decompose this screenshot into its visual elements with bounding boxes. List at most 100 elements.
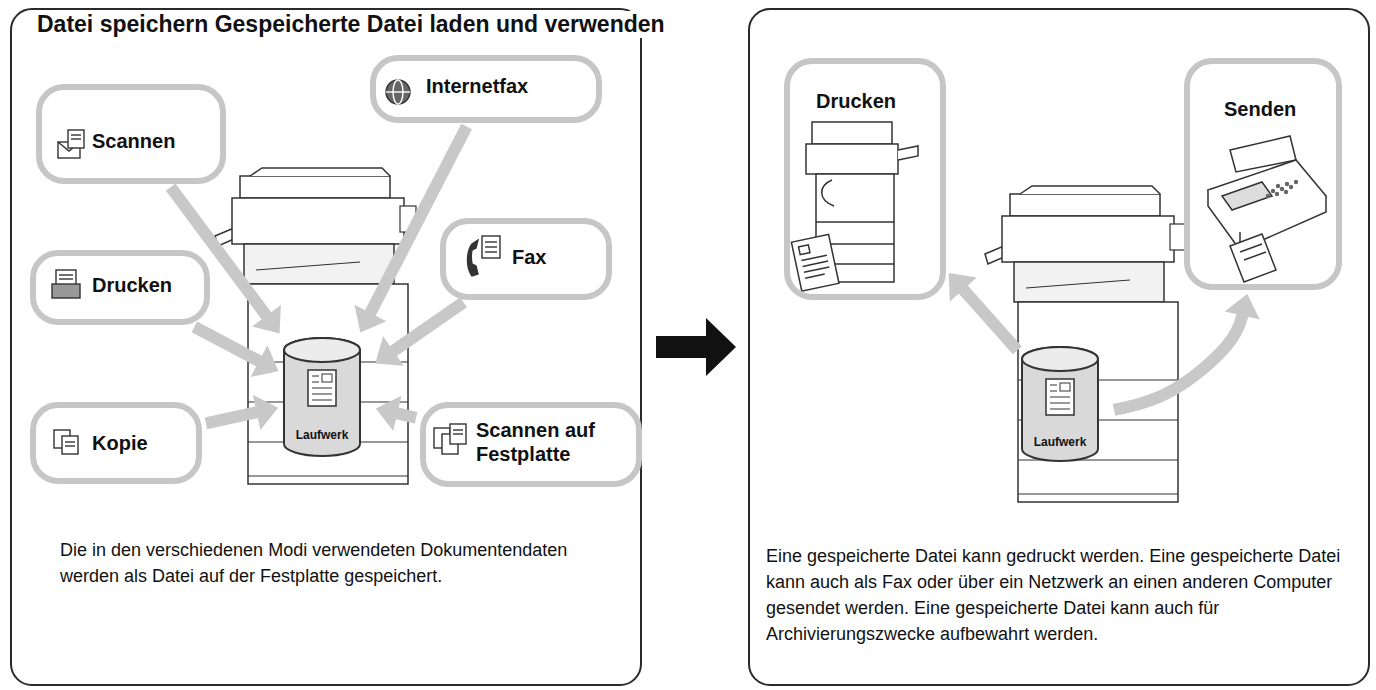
document-icon [312, 388, 332, 389]
arrow-head [354, 305, 386, 333]
document-icon [1050, 403, 1070, 404]
box-label: Scannen [92, 130, 175, 153]
document-icon [1050, 385, 1057, 386]
illustration-part [68, 130, 84, 148]
illustration-part [482, 236, 500, 258]
illustration-part [468, 240, 479, 276]
mode-box: Scannen [36, 84, 226, 184]
diagram-title: Datei speichern Gespeicherte Datei laden… [34, 11, 668, 38]
panel-description: Die in den verschiedenen Modi verwendete… [60, 537, 600, 589]
illustration-part [59, 278, 73, 279]
keypad-key [1271, 189, 1275, 193]
keypad [1266, 180, 1298, 198]
keypad-key [1276, 184, 1280, 188]
illustration-part [803, 261, 828, 266]
drive-top [1022, 347, 1098, 371]
printer-illustration [791, 122, 918, 291]
arrow-head [251, 345, 279, 377]
illustration-part [485, 246, 497, 247]
arrow-head [1225, 294, 1260, 319]
mode-box: Fax [440, 218, 612, 300]
illustration-part [822, 180, 834, 206]
illustration-part [59, 274, 73, 275]
arrow-head [252, 305, 281, 333]
illustration-part [386, 80, 410, 104]
data-arrow [375, 302, 463, 365]
keypad-key [1280, 187, 1284, 191]
box-label: Drucken [92, 274, 172, 297]
box-label: Scannen auf Festplatte [476, 418, 626, 466]
keypad-key [1294, 180, 1298, 184]
illustration-part [1244, 252, 1266, 260]
mfp-illustration [215, 168, 416, 484]
use-panel: Eine gespeicherte Datei kann gedruckt we… [748, 8, 1370, 686]
data-arrow [376, 396, 416, 431]
illustration-part [1240, 244, 1262, 252]
arrow-shaft [390, 302, 464, 353]
box-label: Drucken [816, 90, 896, 113]
output-box: Drucken [784, 58, 946, 300]
illustration-part [52, 284, 80, 298]
mode-box: Kopie [30, 402, 202, 484]
illustration-part [65, 445, 75, 446]
storage-panel: Die in den verschiedenen Modi verwendete… [10, 8, 642, 686]
arrow-shaft [960, 286, 1017, 350]
internetfax-icon [386, 80, 410, 104]
document-icon [1050, 397, 1070, 398]
illustration-part [805, 274, 825, 278]
document-icon [1046, 379, 1074, 415]
document-icon [312, 400, 332, 401]
arrow-shaft [206, 411, 261, 423]
copy-icon [54, 430, 78, 454]
box-label: Senden [1224, 98, 1296, 121]
mode-box: Drucken [30, 250, 210, 325]
illustration-part [71, 134, 81, 135]
illustration-part [485, 241, 497, 242]
mode-box: Scannen auf Festplatte [420, 402, 642, 487]
illustration-part [71, 138, 81, 139]
illustration-part [453, 429, 463, 430]
illustration-part [1230, 234, 1276, 282]
drive-top [284, 338, 360, 362]
illustration-part [450, 424, 466, 444]
illustration-part [816, 221, 894, 223]
keypad-key [1284, 190, 1288, 194]
drive-cylinder: Laufwerk [282, 336, 372, 458]
keypad-key [1289, 185, 1293, 189]
document-icon [312, 376, 319, 377]
illustration-part [791, 234, 839, 291]
drive-label: Laufwerk [282, 428, 362, 442]
arrow-head [375, 336, 403, 366]
illustration-part [791, 234, 839, 291]
mode-box: Internetfax [370, 55, 602, 123]
arrow-shaft [1114, 311, 1243, 410]
box-label: Kopie [92, 432, 148, 455]
illustration-part [485, 251, 497, 252]
illustration-part [386, 91, 410, 92]
data-arrow [1114, 294, 1260, 410]
data-arrow [194, 327, 278, 377]
keypad-key [1266, 194, 1270, 198]
arrow-head [706, 318, 736, 376]
illustration-part [453, 433, 463, 434]
illustration-part [804, 267, 829, 272]
arrow-head [376, 396, 402, 431]
flow-arrow [656, 318, 736, 376]
data-arrow [206, 395, 278, 430]
data-arrow [171, 187, 281, 333]
illustration-part [898, 146, 918, 160]
data-arrow [354, 127, 466, 333]
arrow-head [253, 395, 278, 430]
box-label: Internetfax [426, 75, 528, 98]
drive-cylinder: Laufwerk [1020, 345, 1110, 463]
print-icon [52, 270, 80, 298]
drive-label: Laufwerk [1020, 435, 1100, 449]
document-icon [308, 370, 336, 406]
illustration-part [62, 436, 78, 454]
document-icon [1060, 383, 1070, 391]
illustration-part [812, 122, 892, 144]
keypad-key [1285, 182, 1289, 186]
illustration-part [806, 144, 898, 174]
arrow-shaft [194, 327, 262, 363]
